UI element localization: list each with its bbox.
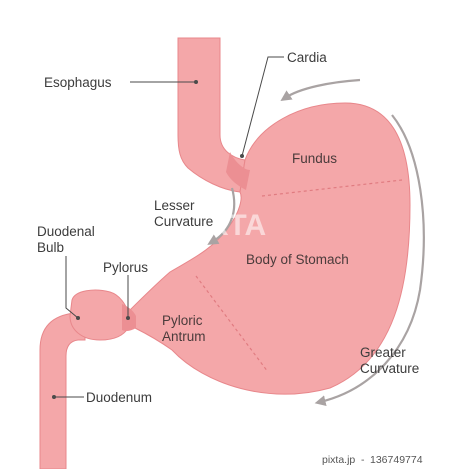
label-lesser-curvature-line2: Curvature [154, 214, 213, 229]
label-duodenal-bulb-line1: Duodenal [37, 224, 95, 239]
label-lesser-curvature-line1: Lesser [154, 198, 195, 213]
cardia-dot [240, 154, 244, 158]
esophagus-dot [194, 80, 198, 84]
label-duodenum: Duodenum [86, 390, 152, 405]
cardia-arrow [280, 78, 361, 102]
label-cardia: Cardia [287, 50, 327, 65]
duodenum-dot [52, 395, 56, 399]
label-pyloric-antrum-line2: Antrum [162, 329, 206, 344]
duodenal-bulb-shape [69, 289, 129, 341]
duodenal-bulb-leader [65, 256, 79, 319]
credit-site: pixta.jp [322, 454, 355, 466]
label-body-of-stomach: Body of Stomach [246, 252, 349, 267]
credit-id: 136749774 [370, 454, 423, 466]
lesser-curvature-arrow [207, 187, 236, 245]
label-greater-curvature-line1: Greater [360, 345, 406, 360]
cardia-sphincter [226, 152, 250, 190]
label-greater-curvature-line2: Curvature [360, 361, 419, 376]
credit-separator: - [361, 454, 365, 466]
label-fundus: Fundus [292, 151, 337, 166]
cardia-leader [241, 56, 284, 157]
greater-curvature-arrow [314, 114, 425, 407]
stomach-body-shape [127, 102, 411, 395]
label-pyloric-antrum-line1: Pyloric [162, 313, 203, 328]
esophagus-shape [177, 37, 246, 193]
label-esophagus: Esophagus [44, 75, 112, 90]
duodenal-bulb-dot [76, 316, 80, 320]
label-pylorus: Pylorus [103, 260, 148, 275]
antrum-divider [195, 275, 269, 373]
pylorus-dot [126, 316, 130, 320]
label-duodenal-bulb-line2: Bulb [37, 240, 64, 255]
watermark: PIXTA [180, 209, 266, 242]
duodenum-shape [39, 311, 86, 469]
